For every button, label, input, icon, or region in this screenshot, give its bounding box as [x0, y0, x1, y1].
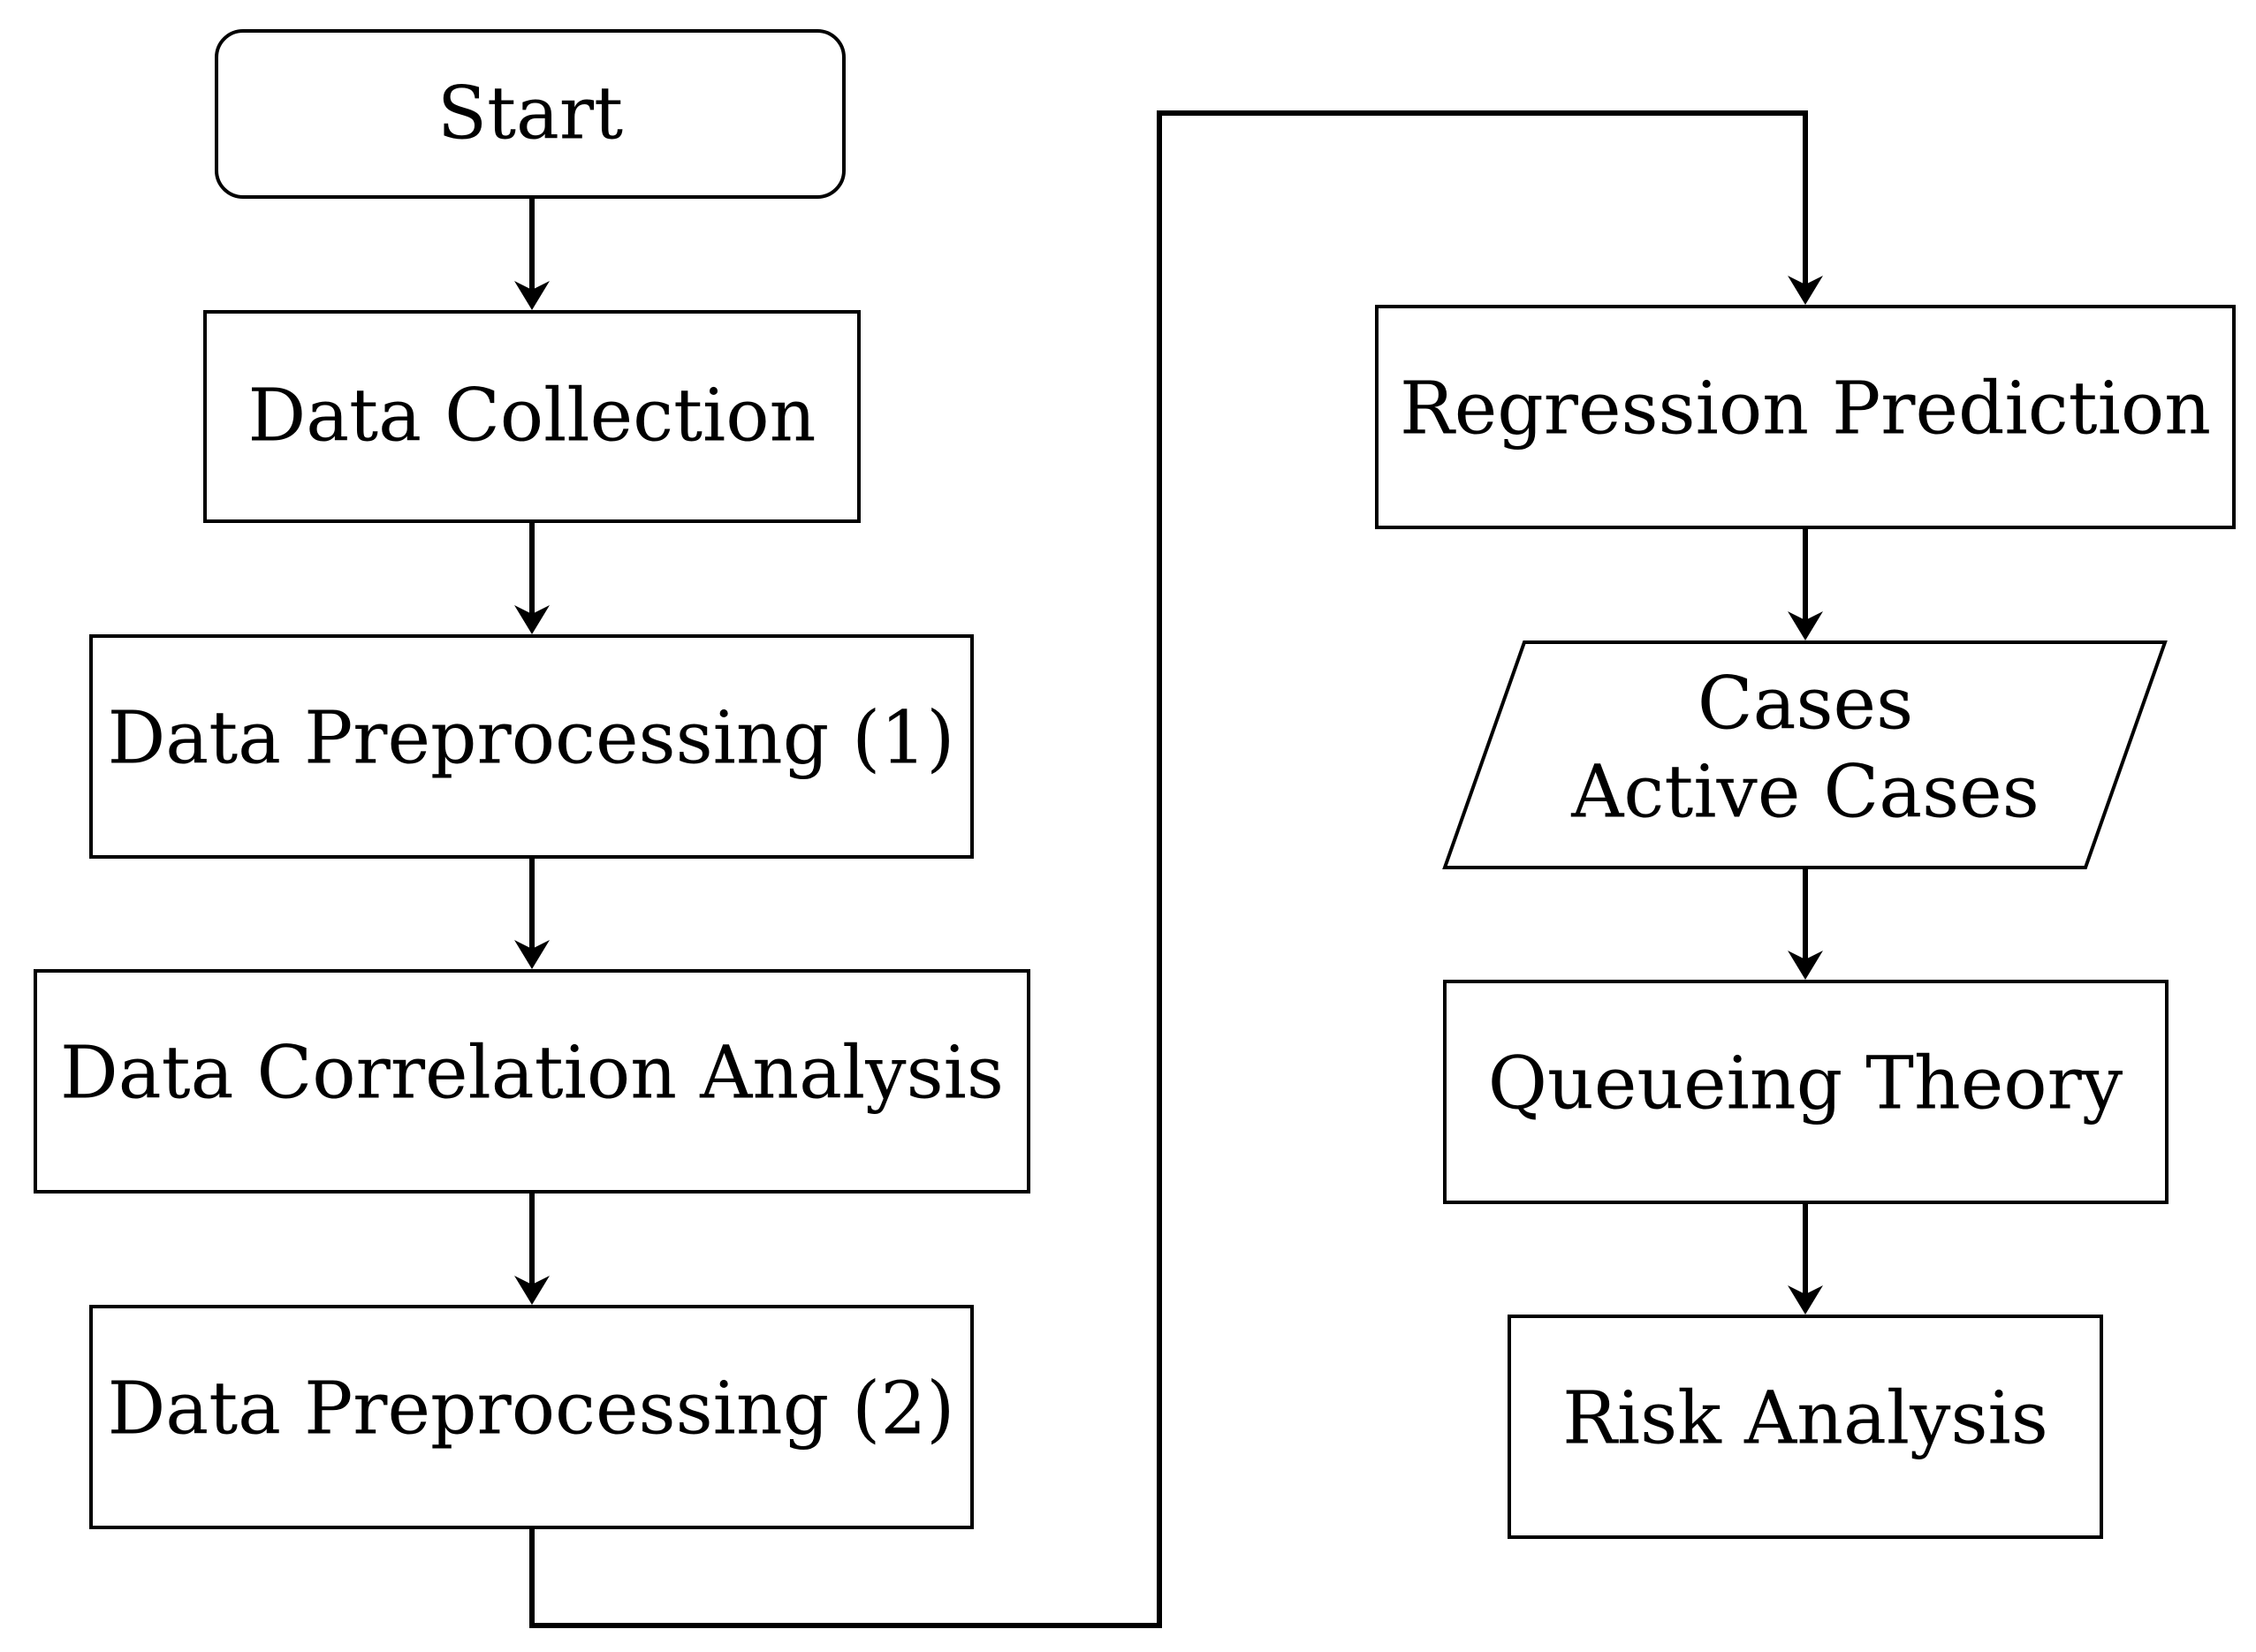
cases-output-parallelogram [1442, 640, 2168, 869]
data-preprocessing-2-label: Data Preprocessing (2) [108, 1368, 955, 1451]
arrowhead-icon [514, 1276, 550, 1305]
arrowhead-icon [514, 940, 550, 969]
edge-queueing-theory-to-risk-analysis [1788, 1202, 1823, 1315]
data-collection-label: Data Collection [248, 375, 817, 458]
node-queueing-theory: Queueing Theory [1443, 980, 2169, 1204]
regression-prediction-label: Regression Prediction [1400, 368, 2211, 451]
arrowhead-icon [514, 281, 550, 310]
arrowhead-icon [1788, 1285, 1823, 1315]
start-label: Start [437, 72, 623, 156]
edge-preprocessing-1-to-correlation-analysis [514, 857, 550, 969]
arrowhead-icon [1788, 951, 1823, 980]
data-preprocessing-1-label: Data Preprocessing (1) [108, 697, 955, 781]
node-data-preprocessing-1: Data Preprocessing (1) [89, 634, 974, 859]
data-preprocessing-1-box [89, 634, 974, 859]
node-risk-analysis: Risk Analysis [1508, 1315, 2103, 1539]
risk-analysis-box [1508, 1315, 2103, 1539]
queueing-theory-label: Queueing Theory [1488, 1042, 2123, 1126]
node-start: Start [215, 29, 846, 199]
arrowhead-icon [1788, 276, 1823, 305]
risk-analysis-label: Risk Analysis [1562, 1377, 2048, 1461]
cases-label: Cases [1698, 663, 1913, 746]
edge-correlation-analysis-to-preprocessing-2 [514, 1192, 550, 1305]
data-correlation-analysis-box [34, 969, 1030, 1194]
data-collection-box [203, 310, 861, 523]
data-correlation-analysis-label: Data Correlation Analysis [60, 1032, 1004, 1116]
edge-start-to-data-collection [514, 197, 550, 310]
data-preprocessing-2-box [89, 1305, 974, 1529]
edge-preprocessing-2-to-regression-prediction [529, 110, 1823, 1628]
edge-cases-to-queueing-theory [1788, 868, 1823, 980]
node-data-preprocessing-2: Data Preprocessing (2) [89, 1305, 974, 1529]
edge-regression-prediction-to-cases [1788, 527, 1823, 640]
node-regression-prediction: Regression Prediction [1375, 305, 2236, 529]
arrowhead-icon [514, 605, 550, 634]
active-cases-label: Active Cases [1570, 751, 2040, 835]
node-data-collection: Data Collection [203, 310, 861, 523]
node-cases-output: Cases Active Cases [1442, 640, 2168, 869]
edge-data-collection-to-preprocessing-1 [514, 521, 550, 634]
queueing-theory-box [1443, 980, 2169, 1204]
node-data-correlation-analysis: Data Correlation Analysis [34, 969, 1030, 1194]
arrowhead-icon [1788, 611, 1823, 640]
